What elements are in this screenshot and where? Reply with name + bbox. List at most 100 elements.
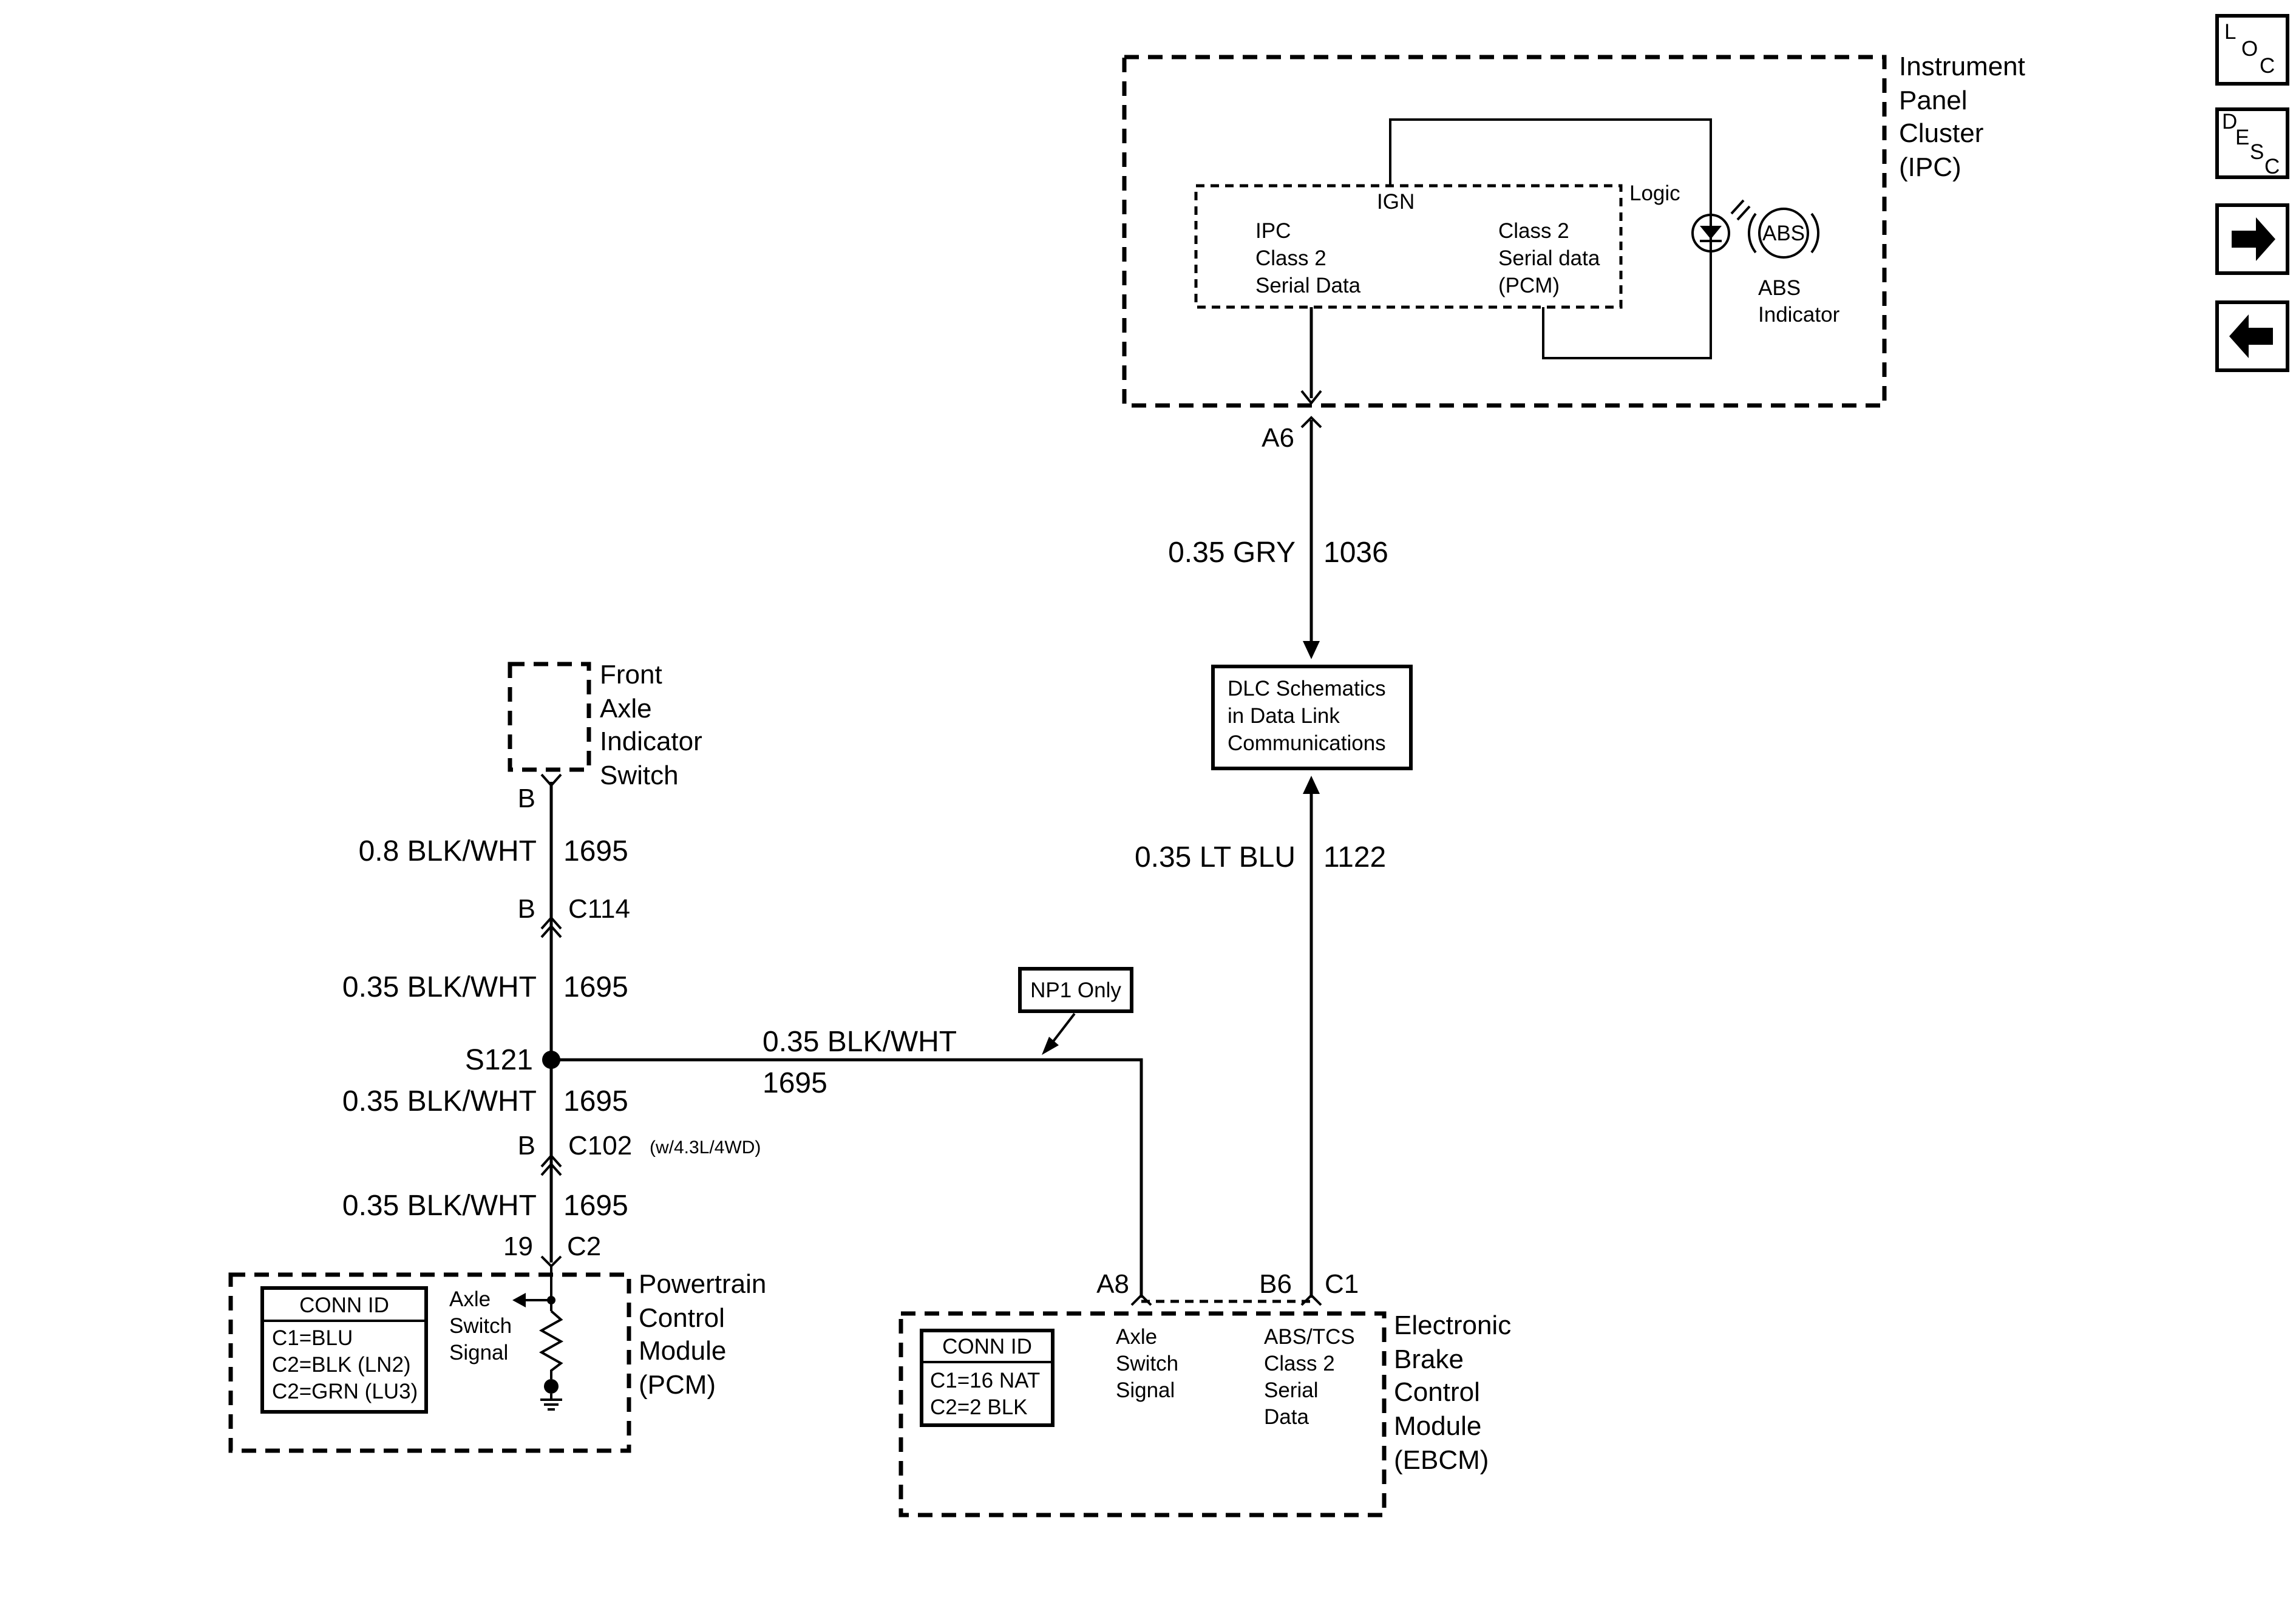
pcm-name-line-1: Powertrain <box>639 1269 766 1299</box>
wire-c102-size-color: 0.35 BLK/WHT <box>342 1190 537 1222</box>
ebcm-name-line-1: Electronic <box>1394 1310 1511 1340</box>
s121-label: S121 <box>465 1044 533 1076</box>
previous-page-button[interactable] <box>2215 300 2289 372</box>
ipc-name-line-4: (IPC) <box>1899 152 1961 182</box>
pcm-data-line-1: Class 2 <box>1498 219 1569 243</box>
ipc-name-line-1: Instrument <box>1899 52 2025 81</box>
pcm-conn-id-table: CONN ID C1=BLU C2=BLK (LN2) C2=GRN (LU3) <box>260 1286 428 1414</box>
switch-name-line-2: Axle <box>600 694 652 724</box>
pcm-name-line-3: Module <box>639 1336 726 1366</box>
dlc-arrow-down-icon <box>1303 641 1320 659</box>
pcm-resistor-icon <box>538 1310 564 1379</box>
wire-s121-circuit: 1695 <box>563 1085 628 1117</box>
c114-connector-icon-1 <box>540 915 562 930</box>
ipc-name-line-2: Panel <box>1899 86 1968 115</box>
wire-1122-size-color: 0.35 LT BLU <box>1135 841 1296 873</box>
ipc-module-boundary <box>1122 55 1887 408</box>
pcm-name-line-2: Control <box>639 1303 725 1333</box>
ebcm-conn-id-table: CONN ID C1=16 NAT C2=2 BLK <box>920 1329 1055 1427</box>
ebcm-name-line-5: (EBCM) <box>1394 1445 1489 1475</box>
dlc-reference-box[interactable]: DLC Schematics in Data Link Communicatio… <box>1211 665 1413 770</box>
c102-connector-icon-2 <box>540 1162 562 1176</box>
next-page-button[interactable] <box>2215 203 2289 275</box>
wire-c102-circuit: 1695 <box>563 1190 628 1222</box>
loc-letter: L <box>2224 20 2236 44</box>
arrow-right-icon <box>2232 217 2275 261</box>
pcm-data-line-2: Serial data <box>1498 246 1600 270</box>
ipc-ign-label: IGN <box>1377 190 1415 214</box>
front-axle-switch: Front Axle Indicator Switch <box>508 660 702 790</box>
ebcm-module: Electronic Brake Control Module (EBCM) C… <box>898 1310 1511 1517</box>
abs-indicator-line-1: ABS <box>1758 276 1801 300</box>
a6-pin-label: A6 <box>1262 423 1294 453</box>
pcm-signal-arrow-icon <box>512 1293 526 1307</box>
ebcm-conn-id-row: C2=2 BLK <box>930 1395 1028 1419</box>
pcm-conn-id-row: C2=BLK (LN2) <box>272 1353 411 1377</box>
abs-indicator-line-2: Indicator <box>1758 303 1840 327</box>
ebcm-data-line-4: Data <box>1264 1405 1309 1429</box>
dlc-line-2: in Data Link <box>1228 704 1340 728</box>
pcm-data-line-3: (PCM) <box>1498 274 1560 297</box>
np1-pointer-arrow-icon <box>1042 1037 1059 1055</box>
ebcm-name-line-3: Control <box>1394 1377 1480 1407</box>
b6-pin-label: B6 <box>1259 1269 1292 1299</box>
ebcm-signal-line-1: Axle <box>1116 1325 1157 1349</box>
dlc-arrow-up-icon <box>1303 776 1320 794</box>
ebcm-data-line-3: Serial <box>1264 1378 1318 1402</box>
ebcm-data-line-1: ABS/TCS <box>1264 1325 1355 1349</box>
pcm-pin-label: 19 <box>503 1232 533 1261</box>
pcm-signal-line-3: Signal <box>449 1341 508 1364</box>
wire-1695-branch <box>551 1058 1143 1298</box>
desc-letter: C <box>2264 155 2280 178</box>
wire-switch-size-color: 0.8 BLK/WHT <box>359 835 537 867</box>
desc-button[interactable]: D E S C <box>2215 107 2289 179</box>
wire-switch-circuit: 1695 <box>563 835 628 867</box>
loc-button[interactable]: L O C <box>2215 14 2289 86</box>
dlc-line-3: Communications <box>1228 731 1386 755</box>
ipc-data-line-1: IPC <box>1255 219 1291 243</box>
pcm-module: Powertrain Control Module (PCM) CONN ID … <box>228 1266 766 1453</box>
wire-c114-circuit: 1695 <box>563 971 628 1003</box>
front-axle-switch-boundary <box>508 662 591 772</box>
switch-name-line-4: Switch <box>600 761 679 790</box>
wire-1036-size-color: 0.35 GRY <box>1168 537 1296 569</box>
np1-note: NP1 Only <box>1018 967 1133 1055</box>
loc-letter: O <box>2241 37 2258 61</box>
ipc-name-line-3: Cluster <box>1899 118 1983 148</box>
wire-1036-circuit: 1036 <box>1323 537 1388 569</box>
c102-connector-icon-1 <box>540 1153 562 1168</box>
a6-connector-female-icon <box>1300 390 1322 405</box>
ebcm-data-line-2: Class 2 <box>1264 1352 1335 1375</box>
desc-letter: D <box>2222 110 2237 134</box>
ebcm-name-line-4: Module <box>1394 1411 1481 1441</box>
ipc-logic-box <box>1194 184 1623 309</box>
pcm-signal-line-1: Axle <box>449 1287 491 1311</box>
switch-pin-label: B <box>518 784 535 813</box>
ipc-module: Instrument Panel Cluster (IPC) IGN Logic… <box>1122 52 2025 408</box>
pcm-name-line-4: (PCM) <box>639 1370 716 1400</box>
c114-connector-icon-2 <box>540 924 562 938</box>
ebcm-module-boundary <box>898 1311 1387 1517</box>
pcm-ground-node <box>544 1379 559 1394</box>
pcm-conn-id-title: CONN ID <box>299 1293 389 1317</box>
wire-1122-circuit: 1122 <box>1323 841 1386 873</box>
ebcm-connector-label: C1 <box>1325 1269 1359 1299</box>
ipc-data-line-3: Serial Data <box>1255 274 1361 297</box>
c114-name-label: C114 <box>568 894 630 924</box>
ipc-logic-label: Logic <box>1629 181 1680 205</box>
loc-letter: C <box>2260 54 2275 78</box>
wire-s121-size-color: 0.35 BLK/WHT <box>342 1085 537 1117</box>
c102-note: (w/4.3L/4WD) <box>650 1137 761 1158</box>
switch-name-line-1: Front <box>600 660 662 690</box>
desc-letter: E <box>2235 126 2249 149</box>
pcm-conn-id-row: C1=BLU <box>272 1326 353 1350</box>
switch-name-line-3: Indicator <box>600 727 702 756</box>
arrow-left-icon <box>2229 314 2273 358</box>
np1-note-text: NP1 Only <box>1030 978 1121 1002</box>
ebcm-signal-line-2: Switch <box>1116 1352 1178 1375</box>
c102-name-label: C102 <box>568 1131 632 1161</box>
pcm-connector-label: C2 <box>567 1232 601 1261</box>
np1-pointer-line <box>1049 1012 1076 1046</box>
ground-icon <box>540 1394 562 1411</box>
